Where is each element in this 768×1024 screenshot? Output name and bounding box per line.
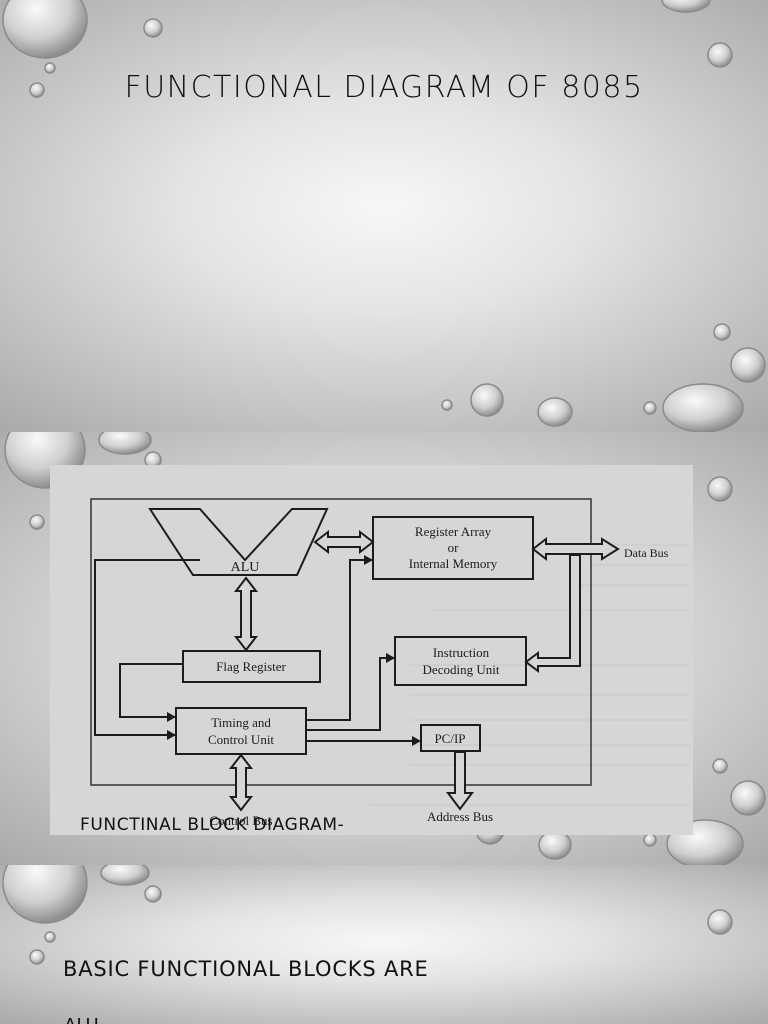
water-drops-decoration <box>4 432 766 865</box>
instruction-label-1: Instruction <box>433 645 490 660</box>
paper-background <box>50 465 693 835</box>
water-drops-decoration <box>2 0 766 432</box>
flag-register-block <box>182 650 321 683</box>
timing-label-1: Timing and <box>211 715 271 730</box>
connection-lines <box>94 555 421 746</box>
timing-label-2: Control Unit <box>208 732 274 747</box>
diagram-frame <box>90 498 592 786</box>
flag-register-label: Flag Register <box>216 659 286 674</box>
water-drops-decoration <box>2 865 733 965</box>
data-bus-label: Data Bus <box>624 546 669 560</box>
instruction-label-2: Decoding Unit <box>423 662 500 677</box>
bus-arrows <box>228 529 620 812</box>
address-bus-label: Address Bus <box>427 809 493 824</box>
slide-2: ALU Register Array or Internal Memory Da… <box>0 432 768 865</box>
register-array-label-3: Internal Memory <box>409 556 498 571</box>
faded-text-lines <box>370 544 690 806</box>
alu-block <box>148 508 329 576</box>
diagram-caption: FUNCTINAL BLOCK DIAGRAM- <box>80 815 345 835</box>
slide-title: FUNCTIONAL DIAGRAM OF 8085 <box>124 70 644 105</box>
control-bus-label: Control Bus <box>209 813 272 828</box>
pc-ip-label: PC/IP <box>434 731 465 746</box>
slide-heading: BASIC FUNCTIONAL BLOCKS ARE <box>63 957 429 981</box>
slide-3: BASIC FUNCTIONAL BLOCKS ARE ALU <box>0 865 768 1024</box>
partial-list-text: ALU <box>64 1015 99 1024</box>
slide-1: FUNCTIONAL DIAGRAM OF 8085 <box>0 0 768 432</box>
alu-label: ALU <box>231 560 260 575</box>
register-array-label-1: Register Array <box>415 524 492 539</box>
pc-ip-block <box>420 724 481 752</box>
block-diagram-photo: ALU Register Array or Internal Memory Da… <box>50 465 693 835</box>
register-array-label-2: or <box>448 540 460 555</box>
